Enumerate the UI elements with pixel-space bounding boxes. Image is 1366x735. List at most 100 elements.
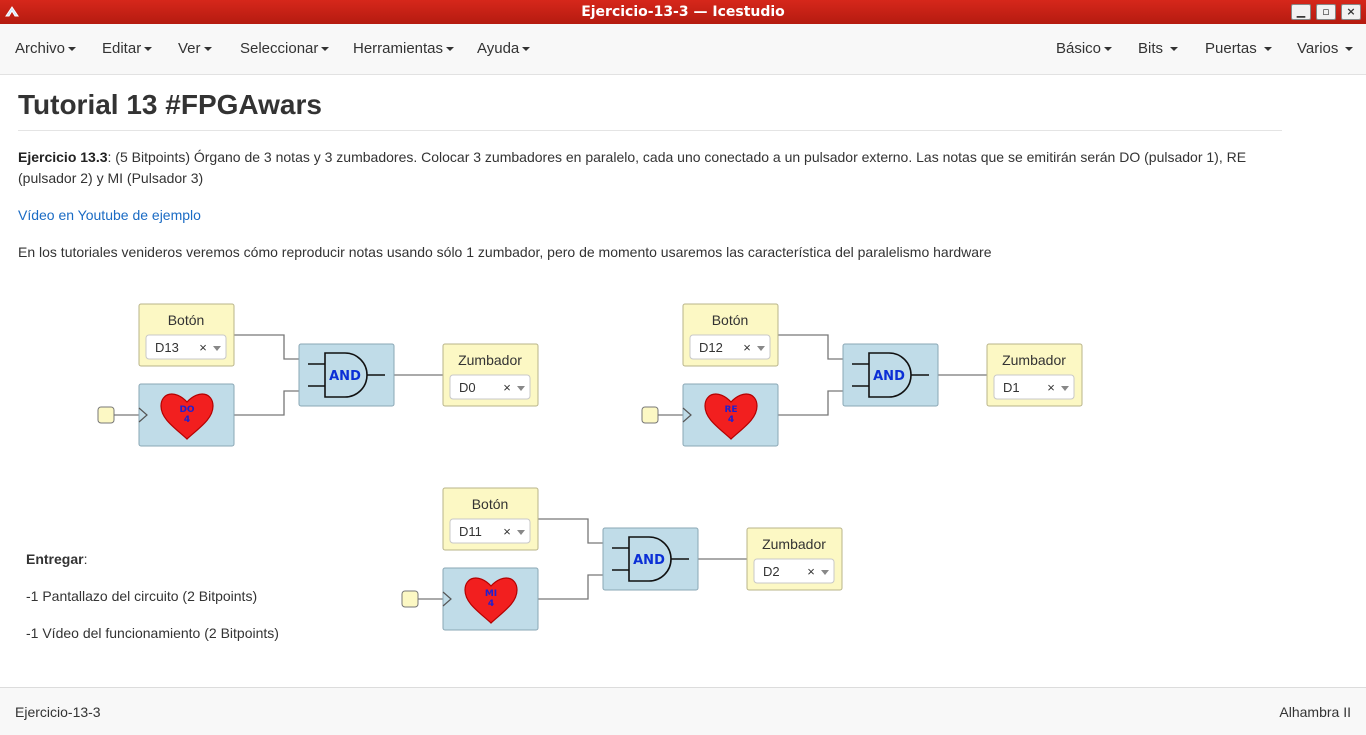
pin-select[interactable]: D11 × — [449, 518, 531, 544]
gate-label: AND — [873, 369, 905, 384]
clock-input-icon — [442, 591, 452, 607]
canvas[interactable]: Tutorial 13 #FPGAwars Ejercicio 13.3: (5… — [0, 75, 1366, 687]
deliver-label: Entregar — [26, 551, 84, 567]
dropdown-arrow-icon — [757, 346, 765, 351]
close-button[interactable]: × — [1341, 4, 1361, 20]
menu-archivo[interactable]: Archivo — [15, 40, 77, 57]
pin-select[interactable]: D0 × — [449, 374, 531, 400]
clear-icon[interactable]: × — [807, 564, 815, 579]
pin-select[interactable]: D2× — [753, 558, 835, 584]
deliver-heading: Entregar: — [26, 551, 88, 567]
menu-seleccionar[interactable]: Seleccionar — [240, 40, 330, 57]
divider — [18, 130, 1282, 131]
board-name[interactable]: Alhambra II — [1279, 704, 1351, 720]
note-octave: 4 — [728, 415, 734, 425]
wire — [778, 334, 843, 360]
deliver-item: -1 Vídeo del funcionamiento (2 Bitpoints… — [26, 625, 279, 641]
input-port[interactable] — [641, 406, 659, 424]
video-link[interactable]: Vídeo en Youtube de ejemplo — [18, 207, 201, 223]
pin-value: D11 — [459, 524, 482, 539]
wire — [234, 334, 299, 360]
note-octave: 4 — [184, 415, 190, 425]
gate-label: AND — [329, 369, 361, 384]
input-port[interactable] — [401, 590, 419, 608]
block-title: Zumbador — [762, 536, 826, 552]
note-octave: 4 — [488, 599, 494, 609]
pin-select[interactable]: D1× — [993, 374, 1075, 400]
exercise-label: Ejercicio 13.3 — [18, 149, 108, 165]
menu-ver[interactable]: Ver — [178, 40, 212, 57]
caret-down-icon — [522, 47, 531, 52]
note-block[interactable]: DO4 — [138, 383, 235, 447]
block-title: Botón — [712, 312, 749, 328]
status-bar: Ejercicio-13-3 Alhambra II — [0, 687, 1366, 735]
clock-input-icon — [138, 407, 148, 423]
clear-icon[interactable]: × — [743, 340, 751, 355]
pin-value: D12 — [699, 340, 723, 355]
and-gate[interactable]: AND — [298, 343, 395, 407]
wire — [538, 574, 603, 600]
pin-select[interactable]: D12 × — [689, 334, 771, 360]
exercise-description: Ejercicio 13.3: (5 Bitpoints) Órgano de … — [18, 147, 1278, 189]
clear-icon[interactable]: × — [199, 340, 207, 355]
menu-editar[interactable]: Editar — [102, 40, 153, 57]
caret-down-icon — [203, 47, 212, 52]
page-title: Tutorial 13 #FPGAwars — [18, 89, 322, 120]
heart-icon: DO4 — [160, 393, 214, 440]
note-text: En los tutoriales venideros veremos cómo… — [18, 244, 992, 260]
note-name: MI — [485, 589, 497, 599]
pin-value: D0 — [459, 380, 476, 395]
dropdown-arrow-icon — [213, 346, 221, 351]
caret-down-icon — [1170, 47, 1179, 52]
gate-label: AND — [633, 553, 665, 568]
video-paragraph: Vídeo en Youtube de ejemplo — [18, 205, 1278, 226]
exercise-text: : (5 Bitpoints) Órgano de 3 notas y 3 zu… — [18, 149, 1247, 186]
menu-puertas[interactable]: Puertas — [1205, 40, 1272, 57]
block-title: Zumbador — [458, 352, 522, 368]
wire — [778, 390, 843, 416]
dropdown-arrow-icon — [1061, 386, 1069, 391]
menu-ayuda[interactable]: Ayuda — [477, 40, 531, 57]
caret-down-icon — [68, 47, 77, 52]
note-name: DO — [179, 405, 194, 415]
menu-bits[interactable]: Bits — [1138, 40, 1179, 57]
maximize-button[interactable]: ▫ — [1316, 4, 1336, 20]
and-gate[interactable]: AND — [842, 343, 939, 407]
caret-down-icon — [1263, 47, 1272, 52]
pin-select[interactable]: D13 × — [145, 334, 227, 360]
note-name: RE — [724, 405, 737, 415]
note-block[interactable]: RE4 — [682, 383, 779, 447]
clear-icon[interactable]: × — [503, 380, 511, 395]
minimize-button[interactable]: ▁ — [1291, 4, 1311, 20]
block-title: Botón — [472, 496, 509, 512]
project-name: Ejercicio-13-3 — [15, 704, 101, 720]
menu-basico[interactable]: Básico — [1056, 40, 1113, 57]
window-title: Ejercicio-13-3 — Icestudio — [581, 4, 785, 20]
menu-varios[interactable]: Varios — [1297, 40, 1354, 57]
block-title: Botón — [168, 312, 205, 328]
clear-icon[interactable]: × — [1047, 380, 1055, 395]
wire — [234, 390, 299, 416]
menu-herramientas[interactable]: Herramientas — [353, 40, 455, 57]
pin-value: D13 — [155, 340, 179, 355]
circuit-diagram: BotónD13×DO4ANDZumbadorD0×BotónD12×RE4AN… — [97, 303, 1083, 631]
heart-icon: MI4 — [464, 577, 518, 624]
caret-down-icon — [321, 47, 330, 52]
caret-down-icon — [144, 47, 153, 52]
note-block[interactable]: MI4 — [442, 567, 539, 631]
caret-down-icon — [1104, 47, 1113, 52]
dropdown-arrow-icon — [517, 530, 525, 535]
dropdown-arrow-icon — [821, 570, 829, 575]
and-gate[interactable]: AND — [602, 527, 699, 591]
heart-icon: RE4 — [704, 393, 758, 440]
input-port[interactable] — [97, 406, 115, 424]
clear-icon[interactable]: × — [503, 524, 511, 539]
